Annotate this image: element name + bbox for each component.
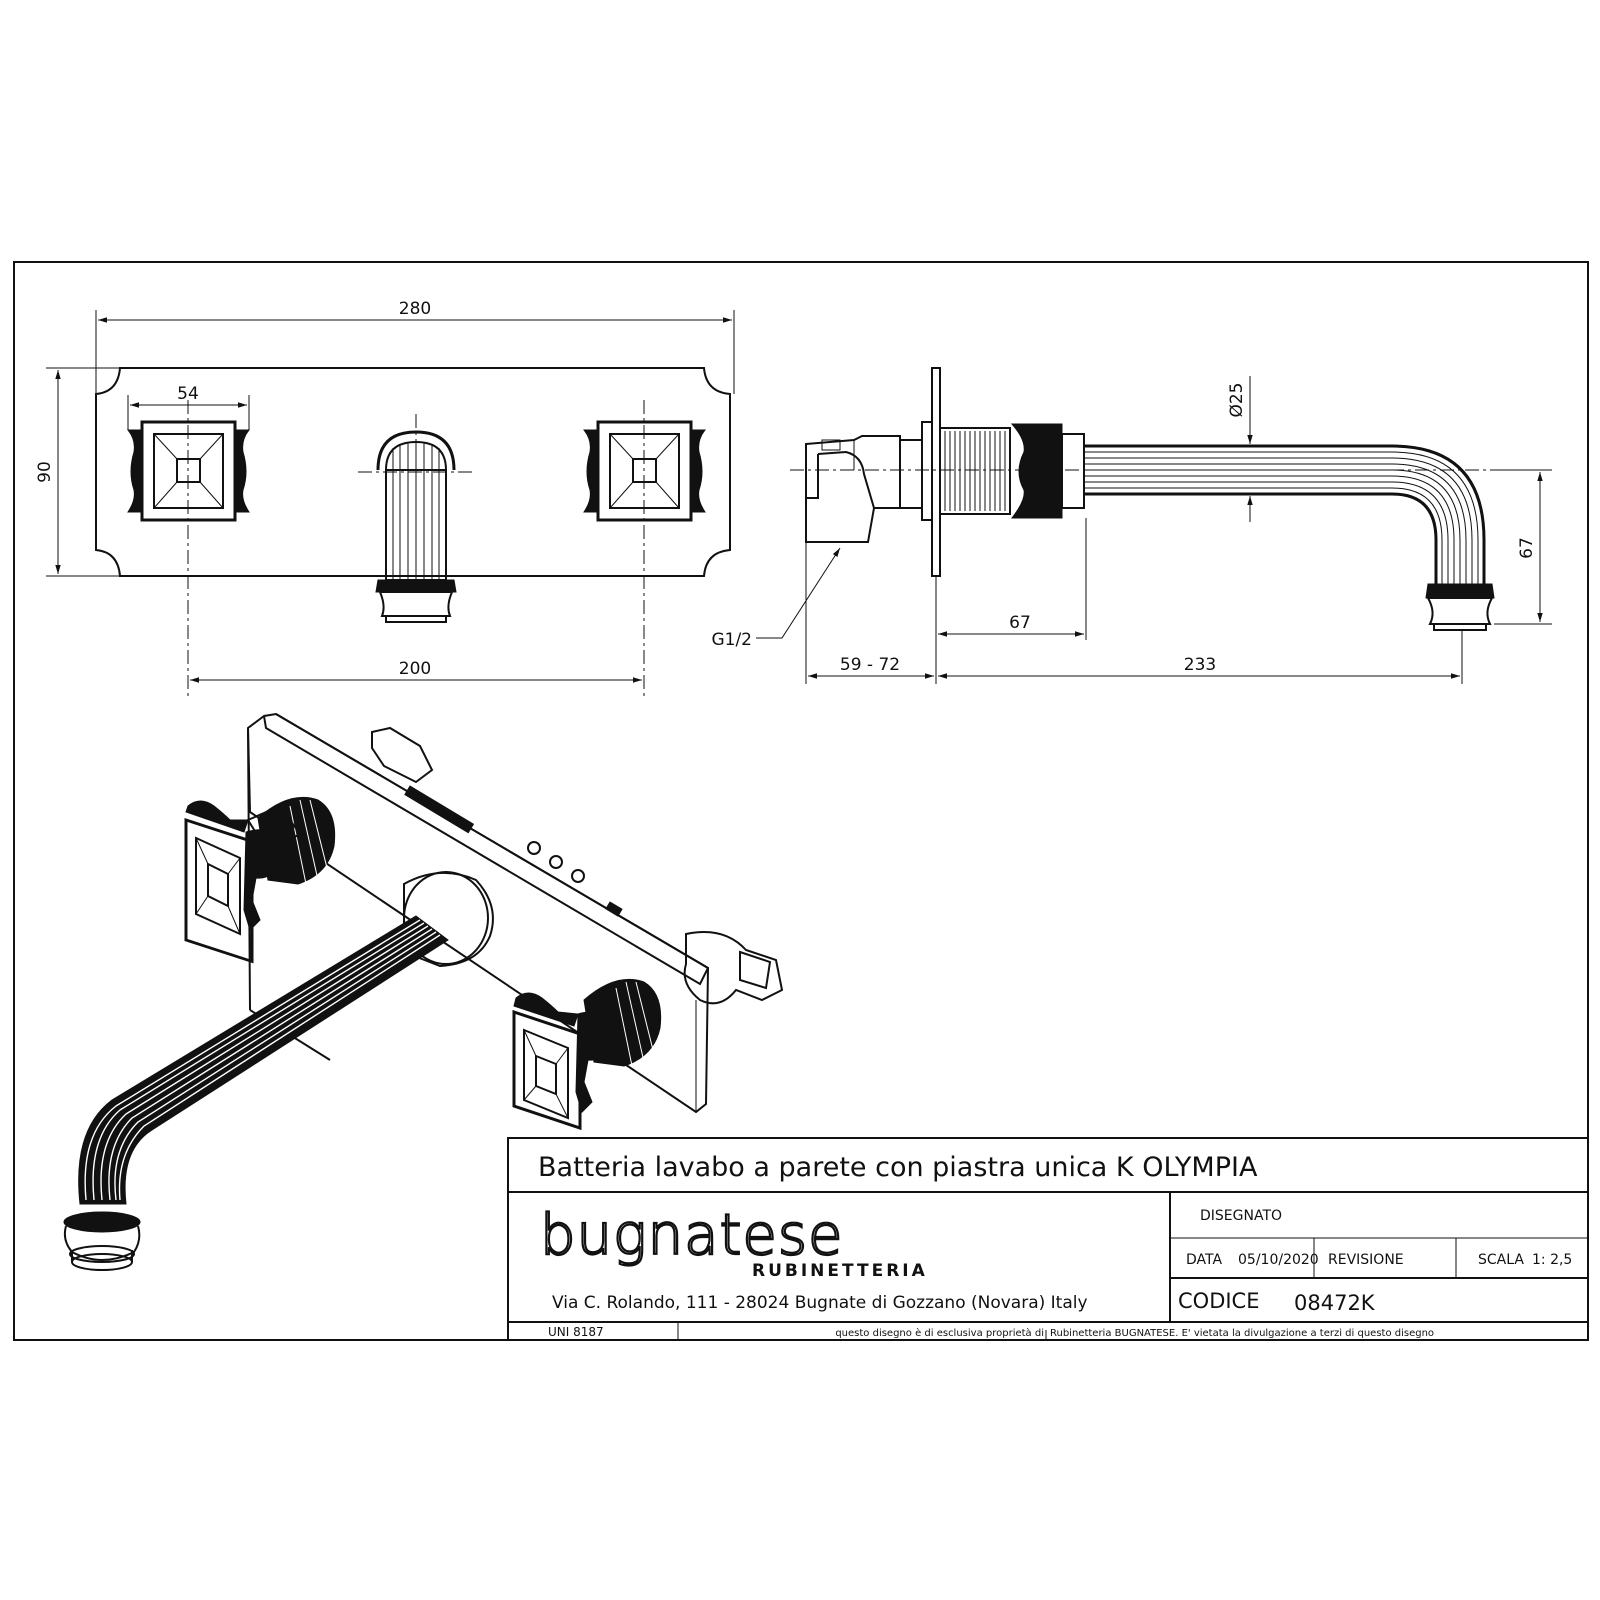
dim-label-59-72: 59 - 72 <box>840 655 900 675</box>
dim-label-280: 280 <box>399 299 431 319</box>
side-spout-tip <box>1426 597 1494 625</box>
front-view: 280 54 90 200 <box>35 299 735 696</box>
notice-left: questo disegno è di esclusiva proprietà … <box>835 1327 1044 1339</box>
dim-spout-drop: 67 <box>1490 469 1552 625</box>
standard-label: UNI 8187 <box>548 1325 604 1339</box>
scale-value: 1: 2,5 <box>1532 1252 1572 1268</box>
iso-rear-body <box>371 726 784 1005</box>
code-label: CODICE <box>1178 1289 1260 1313</box>
thread-callout: G1/2 <box>711 547 841 650</box>
side-view: Ø25 67 67 59 - 72 233 <box>711 367 1552 684</box>
drawn-label: DISEGNATO <box>1200 1208 1282 1224</box>
brand-subtitle: RUBINETTERIA <box>752 1261 928 1281</box>
dim-handle-width: 54 <box>127 384 250 430</box>
date-value: 05/10/2020 <box>1238 1252 1319 1268</box>
dim-label-200: 200 <box>399 659 431 679</box>
scale-label: SCALA <box>1478 1252 1524 1268</box>
dim-wall-offset: 67 <box>938 613 1084 637</box>
brand-logo: bugnatese <box>540 1203 844 1268</box>
dim-front-height: 90 <box>35 367 120 577</box>
dim-handle-spacing: 200 <box>190 659 642 683</box>
dim-label-67-vertical: 67 <box>1517 537 1537 559</box>
iso-right-valve <box>512 978 662 1131</box>
iso-left-valve <box>184 796 336 964</box>
dim-spout-diameter: Ø25 <box>1227 376 1253 522</box>
dim-label-90: 90 <box>35 461 55 483</box>
front-plate-outline <box>95 367 731 577</box>
date-label: DATA <box>1186 1252 1222 1268</box>
revision-label: REVISIONE <box>1328 1252 1404 1268</box>
iso-spout-tube <box>63 915 449 1271</box>
dim-label-g12: G1/2 <box>711 630 752 650</box>
side-threaded-sleeve <box>939 427 1011 515</box>
side-thread-lines <box>944 431 1006 511</box>
dim-body-depth: 59 - 72 <box>808 655 934 679</box>
side-wall-plate <box>931 367 941 577</box>
front-spout <box>375 430 457 623</box>
code-value: 08472K <box>1294 1291 1376 1315</box>
dim-front-width: 280 <box>95 299 735 394</box>
side-body <box>805 435 901 543</box>
dim-spout-reach: 233 <box>938 655 1460 679</box>
isometric-view <box>63 712 784 1271</box>
dim-label-54: 54 <box>177 384 199 404</box>
dim-label-d25: Ø25 <box>1227 382 1247 417</box>
title-block: Batteria lavabo a parete con piastra uni… <box>507 1137 1589 1341</box>
iso-spout-base <box>403 871 494 968</box>
side-spout-collar <box>1010 423 1063 519</box>
company-address: Via C. Rolando, 111 - 28024 Bugnate di G… <box>552 1293 1088 1313</box>
dim-label-233: 233 <box>1184 655 1216 675</box>
notice-right: Rubinetteria BUGNATESE. E' vietata la di… <box>1050 1328 1434 1339</box>
drawing-title: Batteria lavabo a parete con piastra uni… <box>538 1152 1258 1183</box>
dim-label-67-horizontal: 67 <box>1009 613 1031 633</box>
